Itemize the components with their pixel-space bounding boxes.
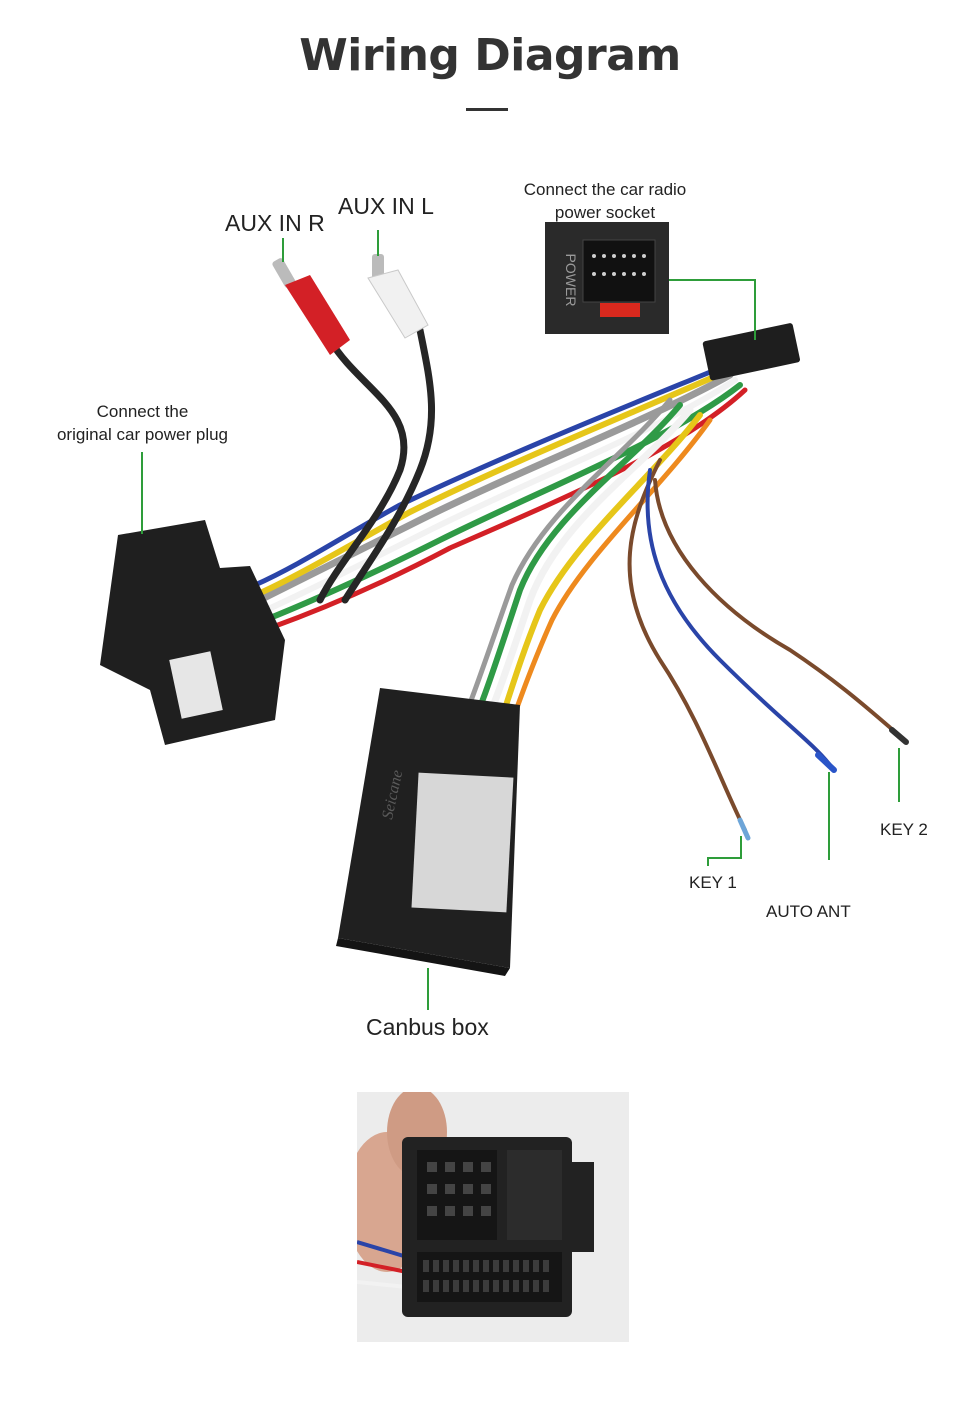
radio-socket-label-line2: power socket [554, 203, 656, 222]
original-plug-label-line2: original car power plug [56, 425, 229, 444]
aux-in-r-label: AUX IN R [225, 210, 325, 236]
page-title: Wiring Diagram [299, 30, 681, 81]
callout-lines [141, 230, 900, 1010]
aux-in-l-label: AUX IN L [338, 193, 434, 219]
radio-socket-label-line1: Connect the car radio [523, 180, 687, 199]
wire-tips [737, 727, 909, 841]
radio-socket-label: Connect the car radio power socket [505, 178, 705, 224]
key1-label: KEY 1 [689, 873, 737, 892]
canbus-box-label: Canbus box [366, 1014, 489, 1040]
canbus-box-device [336, 688, 520, 976]
radio-harness-plug [702, 323, 800, 381]
aux-in-r-rca-plug [272, 258, 350, 355]
title-underline [466, 108, 508, 111]
key2-label: KEY 2 [880, 820, 928, 839]
socket-power-marking: POWER [563, 254, 579, 307]
original-plug-label: Connect the original car power plug [40, 400, 245, 446]
power-socket-inset [545, 222, 669, 334]
auto-ant-label: AUTO ANT [766, 902, 851, 921]
wire-bundle [252, 326, 907, 832]
original-power-plug [100, 520, 285, 745]
connector-closeup-illustration [357, 1092, 629, 1342]
original-plug-label-line1: Connect the [96, 402, 189, 421]
aux-in-l-rca-plug [367, 254, 429, 339]
connector-closeup-photo [357, 1092, 629, 1342]
